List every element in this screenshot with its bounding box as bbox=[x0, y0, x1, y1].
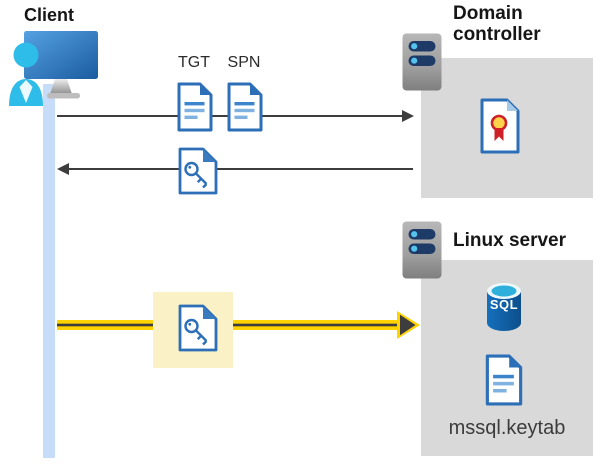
client-workstation-icon bbox=[8, 28, 108, 108]
kerberos-ticket-arrow bbox=[57, 311, 420, 339]
certificate-icon bbox=[480, 98, 520, 154]
client-session-line bbox=[43, 84, 55, 458]
domain-controller-server-icon bbox=[402, 33, 442, 91]
spn-document-icon bbox=[227, 82, 263, 132]
linux-server-icon bbox=[402, 221, 442, 279]
keytab-label: mssql.keytab bbox=[448, 417, 566, 439]
service-ticket-icon bbox=[178, 147, 218, 195]
client-label: Client bbox=[24, 5, 75, 25]
response-arrow bbox=[57, 163, 413, 175]
sql-database-label: SQL bbox=[489, 297, 519, 312]
service-ticket-highlighted-icon bbox=[178, 304, 218, 352]
tgt-document-icon bbox=[177, 82, 213, 132]
linux-server-label: Linux server bbox=[453, 230, 566, 251]
tgt-label: TGT bbox=[178, 54, 210, 71]
domain-controller-label: Domain controller bbox=[453, 3, 541, 45]
keytab-document-icon bbox=[485, 354, 523, 406]
spn-label: SPN bbox=[227, 54, 261, 71]
